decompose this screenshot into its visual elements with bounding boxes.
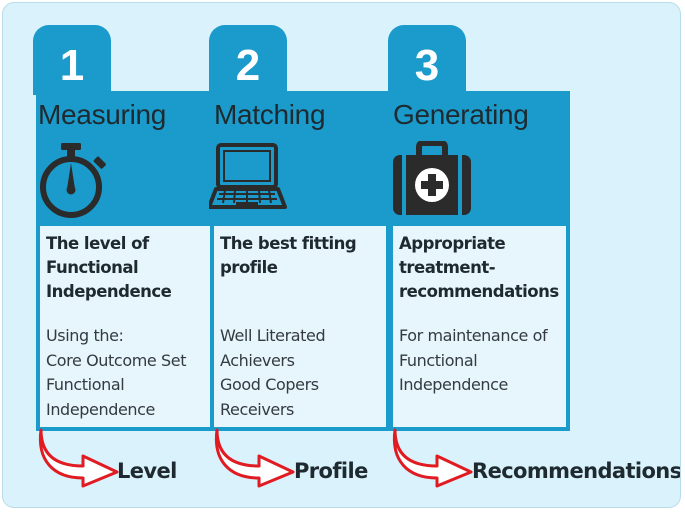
body-line: Functional xyxy=(46,375,125,394)
body-line: Core Outcome Set xyxy=(46,350,187,370)
step-1-body: Using the: Core Outcome Set Functional I… xyxy=(46,324,187,422)
step-1-number: 1 xyxy=(33,25,111,95)
title-line: The best fitting xyxy=(220,234,357,253)
body-line: Receivers xyxy=(220,399,294,419)
title-line: recommendations xyxy=(399,282,559,301)
step-3-box: Appropriate treatment- recommendations F… xyxy=(389,226,570,431)
body-line: Independence xyxy=(399,375,508,394)
title-line: The level of xyxy=(46,234,149,253)
step-2-body: Well Literated Achievers Good Copers Rec… xyxy=(220,324,326,422)
laptop-icon xyxy=(209,143,287,209)
step-2-title: The best fitting profile xyxy=(220,232,380,280)
step-1-heading: Measuring xyxy=(38,99,167,130)
medical-kit-icon xyxy=(393,141,471,215)
body-line: Good Copers xyxy=(220,375,319,394)
title-line: profile xyxy=(220,258,278,277)
step-1-output: Level xyxy=(117,459,177,483)
step-3-output: Recommendations xyxy=(472,459,681,483)
step-3-title: Appropriate treatment- recommendations xyxy=(399,232,560,304)
body-line: Achievers xyxy=(220,350,295,370)
step-2-heading: Matching xyxy=(214,99,326,130)
body-line: For maintenance of xyxy=(399,326,548,345)
body-line: Using the: xyxy=(46,326,124,345)
stopwatch-icon xyxy=(40,143,106,218)
diagram-frame: 1 2 3 Measuring Matching Generating xyxy=(2,2,681,508)
body-line: Well Literated xyxy=(220,326,326,345)
step-1-title: The level of Functional Independence xyxy=(46,232,204,304)
title-line: Independence xyxy=(46,282,172,301)
step-1-box: The level of Functional Independence Usi… xyxy=(36,226,214,431)
step-3-heading: Generating xyxy=(393,99,529,130)
step-1-output-arrow-icon xyxy=(38,428,119,488)
body-line: Functional xyxy=(399,350,478,370)
step-3-number: 3 xyxy=(388,25,466,95)
step-3-body: For maintenance of Functional Independen… xyxy=(399,324,548,398)
body-line: Independence xyxy=(46,399,155,419)
step-2-number: 2 xyxy=(209,25,287,95)
title-line: treatment- xyxy=(399,258,496,277)
step-2-box: The best fitting profile Well Literated … xyxy=(210,226,390,431)
step-3-output-arrow-icon xyxy=(392,428,473,488)
step-2-output-arrow-icon xyxy=(214,428,295,488)
title-line: Appropriate xyxy=(399,234,506,253)
title-line: Functional xyxy=(46,258,139,277)
header-band xyxy=(36,91,570,226)
step-2-output: Profile xyxy=(294,459,368,483)
